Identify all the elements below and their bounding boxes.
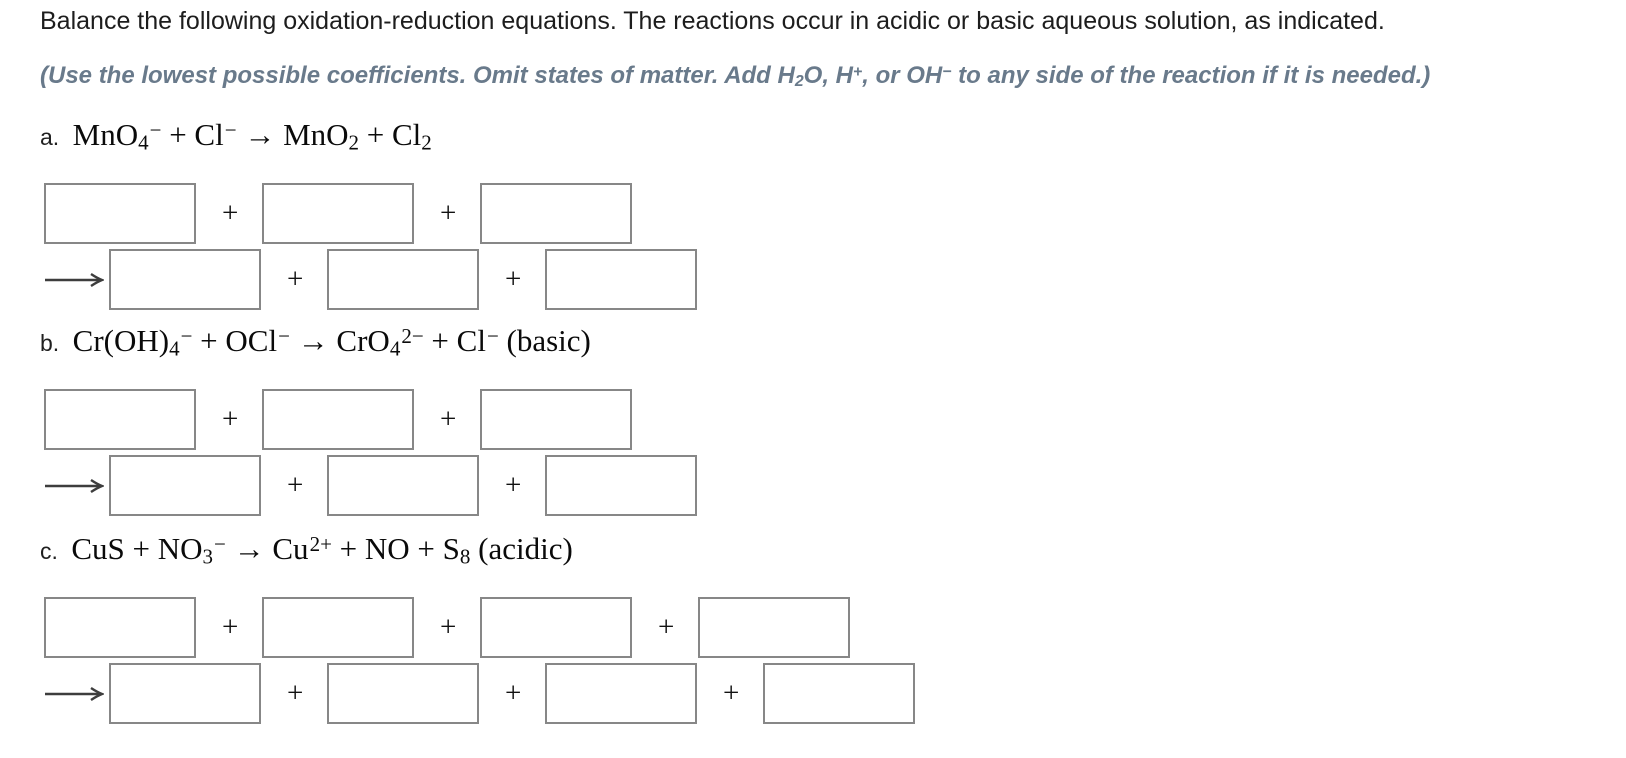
plus-sign: +	[222, 197, 239, 229]
reactant-coefficient-row: + + +	[44, 597, 850, 658]
problem-statement: Balance the following oxidation-reductio…	[40, 7, 1385, 35]
coefficient-input[interactable]	[262, 183, 414, 244]
product-coefficient-row: ++	[44, 249, 697, 310]
chemical-equation: MnO4− + Cl− → MnO2 + Cl2	[72, 117, 432, 155]
coefficient-input[interactable]	[480, 597, 632, 658]
coefficient-input[interactable]	[262, 597, 414, 658]
plus-sign: +	[222, 611, 239, 643]
instructions-note: (Use the lowest possible coefficients. O…	[40, 62, 1431, 90]
section-label: c.	[40, 538, 58, 564]
right-arrow-icon	[44, 272, 104, 288]
reactant-coefficient-row: ++	[44, 389, 632, 450]
plus-sign: +	[440, 611, 457, 643]
coefficient-input[interactable]	[44, 597, 196, 658]
coefficient-input[interactable]	[262, 389, 414, 450]
coefficient-input[interactable]	[480, 183, 632, 244]
equation-line: b. Cr(OH)4− + OCl− → CrO42− + Cl− (basic…	[40, 323, 591, 375]
coefficient-input[interactable]	[109, 455, 261, 516]
coefficient-input[interactable]	[44, 183, 196, 244]
coefficient-input[interactable]	[545, 455, 697, 516]
coefficient-input[interactable]	[44, 389, 196, 450]
section-label: a.	[40, 124, 60, 150]
coefficient-input[interactable]	[327, 663, 479, 724]
coefficient-input[interactable]	[545, 663, 697, 724]
coefficient-input[interactable]	[763, 663, 915, 724]
coefficient-input[interactable]	[545, 249, 697, 310]
equation-line: c. CuS + NO3− → Cu2+ + NO + S8 (acidic)	[40, 531, 573, 583]
chemical-equation: Cr(OH)4− + OCl− → CrO42− + Cl− (basic)	[72, 323, 591, 361]
coefficient-input[interactable]	[327, 249, 479, 310]
coefficient-input[interactable]	[109, 663, 261, 724]
plus-sign: +	[287, 469, 304, 501]
equation-line: a. MnO4− + Cl− → MnO2 + Cl2	[40, 117, 432, 169]
coefficient-input[interactable]	[109, 249, 261, 310]
right-arrow-icon	[44, 686, 104, 702]
chemical-equation: CuS + NO3− → Cu2+ + NO + S8 (acidic)	[71, 531, 573, 569]
plus-sign: +	[723, 677, 740, 709]
section-label: b.	[40, 330, 60, 356]
plus-sign: +	[505, 677, 522, 709]
coefficient-input[interactable]	[480, 389, 632, 450]
plus-sign: +	[287, 263, 304, 295]
plus-sign: +	[440, 403, 457, 435]
coefficient-input[interactable]	[327, 455, 479, 516]
plus-sign: +	[222, 403, 239, 435]
plus-sign: +	[505, 469, 522, 501]
plus-sign: +	[440, 197, 457, 229]
plus-sign: +	[505, 263, 522, 295]
reactant-coefficient-row: ++	[44, 183, 632, 244]
coefficient-input[interactable]	[698, 597, 850, 658]
plus-sign: +	[287, 677, 304, 709]
right-arrow-icon	[44, 478, 104, 494]
product-coefficient-row: ++	[44, 455, 697, 516]
product-coefficient-row: + + +	[44, 663, 915, 724]
plus-sign: +	[658, 611, 675, 643]
